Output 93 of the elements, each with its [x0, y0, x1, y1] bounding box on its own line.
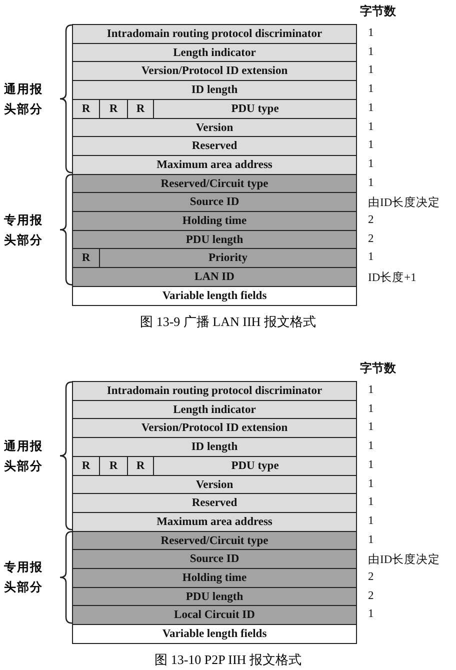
field-row	[72, 624, 357, 644]
field-row	[72, 437, 357, 458]
byte-count: 1	[368, 534, 374, 546]
field-name: Source ID	[190, 196, 240, 208]
column-header: 字节数	[360, 3, 396, 20]
byte-count: 1	[368, 176, 374, 189]
figure-caption: 图 13-9 广播 LAN IIH 报文格式	[139, 312, 317, 330]
field-row	[72, 248, 357, 269]
field-row	[72, 211, 357, 232]
field-name: Priority	[208, 252, 248, 264]
byte-count: 1	[368, 64, 374, 76]
field-name: Version/Protocol ID extension	[141, 422, 288, 434]
field-row	[72, 154, 357, 176]
field-row	[72, 61, 357, 82]
byte-count: 2	[368, 214, 374, 226]
byte-count: 1	[368, 514, 374, 527]
byte-count: 1	[368, 46, 374, 58]
field-name: Length indicator	[173, 46, 256, 59]
field-name: Intradomain routing protocol discriminator	[106, 28, 322, 40]
field-name: Holding time	[182, 215, 247, 228]
byte-count: 2	[368, 590, 374, 602]
field-row	[72, 512, 357, 532]
byte-count: 1	[368, 458, 374, 471]
field-row	[72, 230, 357, 250]
field-name: PDU type	[231, 460, 279, 472]
byte-count: 1	[368, 496, 374, 508]
field-name: Length indicator	[173, 404, 256, 416]
byte-count: ID长度+1	[368, 270, 416, 286]
field-name: Holding time	[182, 572, 247, 584]
byte-count: 1	[368, 83, 374, 96]
field-name: Version/Protocol ID extension	[141, 65, 288, 78]
field-name: Variable length fields	[162, 290, 267, 302]
byte-count: 2	[368, 571, 374, 583]
field-name: Source ID	[190, 553, 240, 566]
byte-count: 1	[368, 102, 374, 114]
field-row	[72, 267, 357, 288]
field-row	[72, 98, 357, 119]
byte-count: 1	[368, 478, 374, 490]
column-header: 字节数	[360, 360, 396, 377]
field-row	[72, 605, 357, 626]
field-row	[72, 136, 357, 156]
field-name: PDU type	[231, 102, 279, 115]
field-name: Local Circuit ID	[174, 609, 255, 622]
byte-count: 1	[368, 421, 374, 434]
field-name: Variable length fields	[162, 628, 267, 640]
section-label: 通用报头部分	[4, 80, 44, 118]
field-name: PDU length	[186, 590, 244, 603]
field-row	[72, 456, 357, 476]
section-label: 通用报头部分	[4, 438, 44, 475]
field-name: Reserved/Circuit type	[160, 534, 268, 547]
byte-count: 1	[368, 440, 374, 452]
field-name: ID length	[191, 441, 238, 454]
field-row	[72, 474, 357, 495]
field-row	[72, 381, 357, 402]
field-row	[72, 549, 357, 570]
byte-count: 1	[368, 402, 374, 415]
field-name: PDU length	[186, 234, 244, 246]
section-label: 专用报头部分	[4, 212, 44, 249]
figure-caption: 图 13-10 P2P IIH 报文格式	[154, 650, 302, 669]
field-row	[72, 118, 357, 138]
field-row	[72, 192, 357, 212]
field-row	[72, 568, 357, 588]
field-name: Version	[196, 122, 234, 134]
field-name: LAN ID	[194, 271, 234, 284]
field-name: Reserved	[192, 140, 238, 152]
byte-count: 1	[368, 251, 374, 264]
field-name: ID length	[191, 84, 238, 96]
byte-count: 由ID长度决定	[368, 196, 440, 210]
field-name: Maximum area address	[156, 516, 272, 528]
byte-count: 1	[368, 608, 374, 620]
field-row	[72, 418, 357, 439]
field-name: Intradomain routing protocol discriminator	[106, 385, 322, 398]
field-row	[72, 24, 357, 44]
field-row	[72, 42, 357, 63]
byte-count: 1	[368, 27, 374, 39]
field-row	[72, 530, 357, 551]
field-name: Maximum area address	[156, 158, 272, 171]
field-name: Reserved/Circuit type	[160, 178, 268, 190]
byte-count: 2	[368, 232, 374, 245]
byte-count: 1	[368, 120, 374, 132]
field-row	[72, 493, 357, 514]
section-label: 专用报头部分	[4, 559, 44, 596]
byte-count: 1	[368, 158, 374, 170]
field-row	[72, 400, 357, 420]
field-row	[72, 586, 357, 607]
byte-count: 1	[368, 139, 374, 152]
field-name: Reserved	[192, 497, 238, 510]
byte-count: 由ID长度决定	[368, 552, 440, 568]
field-name: Version	[196, 478, 234, 491]
field-row	[72, 80, 357, 100]
field-row	[72, 286, 357, 306]
byte-count: 1	[368, 384, 374, 396]
field-row	[72, 174, 357, 194]
